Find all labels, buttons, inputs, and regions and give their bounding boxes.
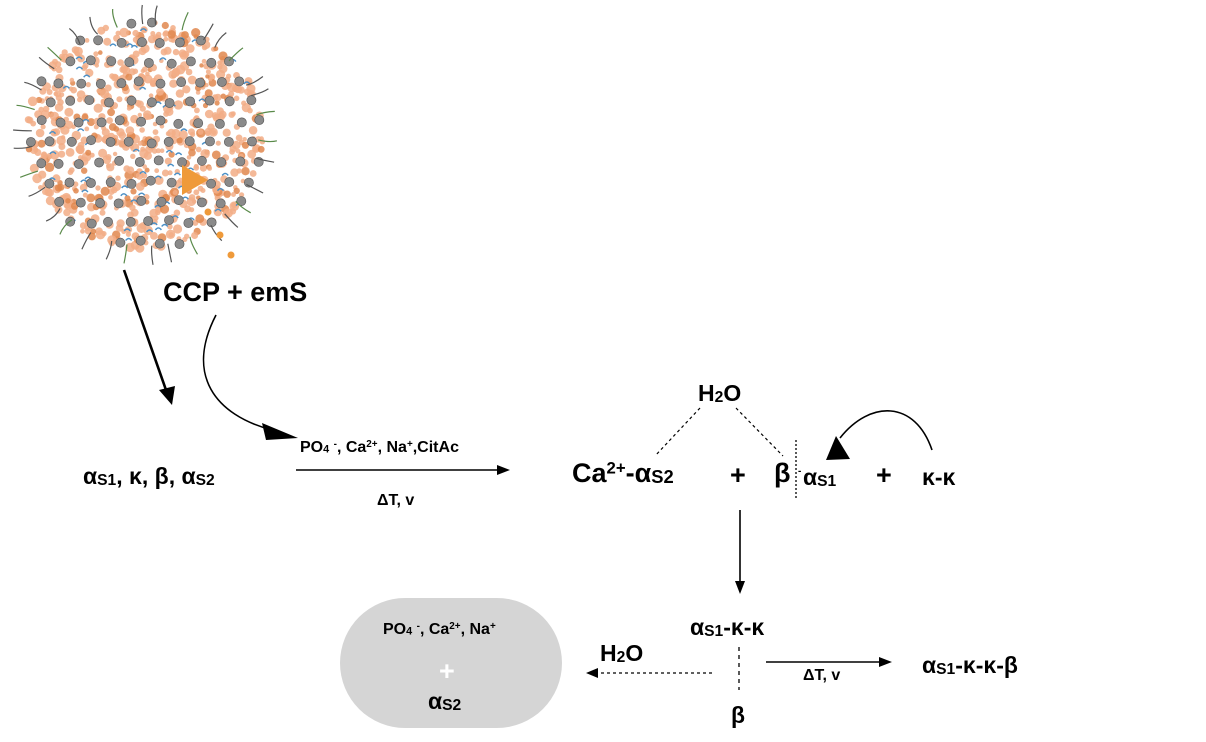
- plus-sign-2: +: [876, 460, 892, 490]
- start-caseins-label: αS1, κ, β, αS2: [83, 463, 215, 489]
- casein-micelle-icon: [13, 4, 278, 265]
- alpha-s1-label: αS1: [803, 464, 837, 490]
- reaction-arrow-2: [766, 657, 892, 667]
- water-link-left: [654, 407, 701, 457]
- reaction-arrow-1: [296, 465, 510, 475]
- reaction1-conditions: PO4 -, Ca2+, Na+,CitAc: [300, 439, 459, 456]
- arrow-ccp-to-reaction: [202, 314, 298, 440]
- as1-kk-label: αS1-κ-κ: [690, 614, 765, 640]
- reaction1-heat-label: ΔT, v: [377, 492, 415, 509]
- pill-plus-sign: +: [439, 656, 455, 686]
- beta-dash: -: [798, 466, 802, 477]
- arrow-micelle-to-caseins: [122, 269, 175, 405]
- kappa-kappa-label: κ-κ: [922, 464, 956, 490]
- arrow-kappa-to-alpha: [826, 410, 933, 460]
- pill-ions-label: PO4 -, Ca2+, Na+: [383, 621, 496, 638]
- arrow-down: [735, 510, 745, 594]
- reaction2-heat-label: ΔT, v: [803, 667, 841, 684]
- product-label: αS1-κ-κ-β: [922, 652, 1018, 678]
- beta-bottom-label: β: [731, 702, 746, 728]
- ccp-ems-label: CCP + emS: [163, 277, 308, 307]
- water-top-label: H2O: [698, 380, 742, 406]
- water-bottom-label: H2O: [600, 640, 644, 666]
- plus-sign-1: +: [730, 460, 746, 490]
- arrow-dashed-left: [586, 668, 712, 678]
- water-link-right: [735, 407, 784, 457]
- soluble-phase-box: [340, 598, 562, 728]
- pill-as2-label: αS2: [428, 688, 462, 714]
- beta-label: β: [774, 458, 791, 488]
- ca-as2-complex: Ca2+-αS2: [572, 458, 674, 488]
